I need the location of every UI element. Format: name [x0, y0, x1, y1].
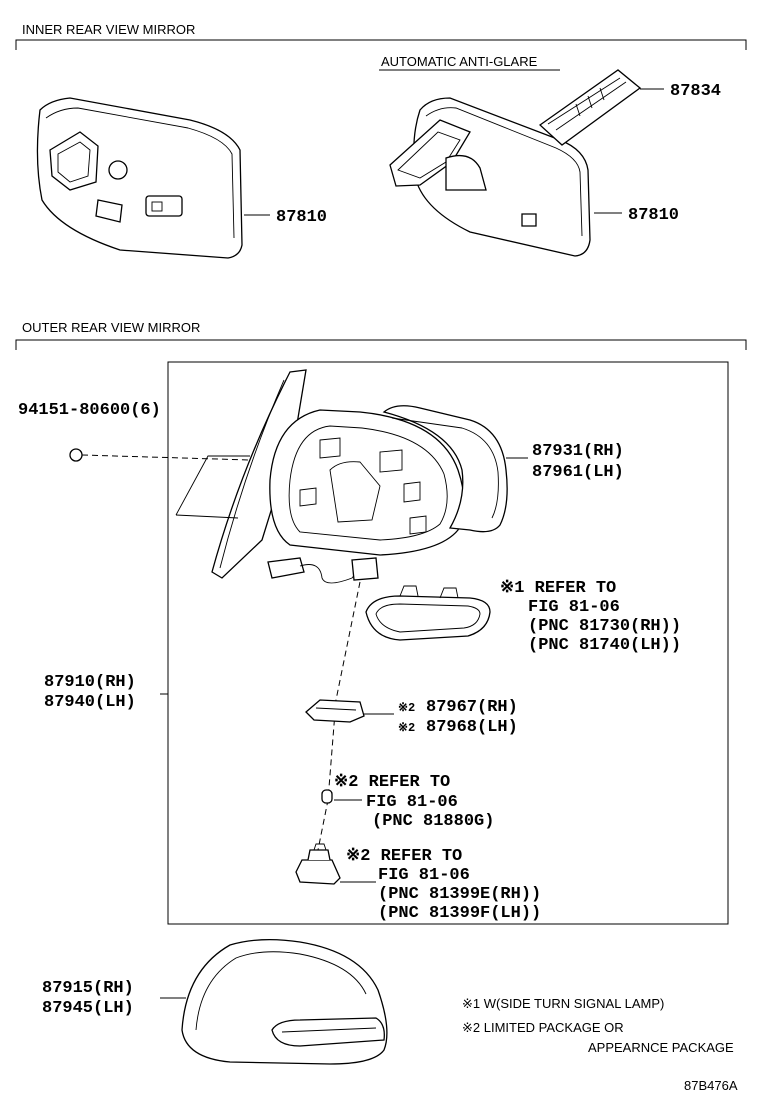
socket-pnc-rh-label: (PNC 81399E(RH)) [378, 885, 541, 904]
anti-glare-label: AUTOMATIC ANTI-GLARE [381, 54, 538, 69]
lamp-fig-label: FIG 81-06 [528, 598, 620, 617]
mirror-cover-cap [181, 938, 388, 1065]
bulb-refer-label: ※2 REFER TO [334, 773, 450, 792]
under-cover-lamp [305, 699, 365, 723]
note-2: ※2 LIMITED PACKAGE OR [462, 1020, 624, 1035]
socket-pnc-lh-label: (PNC 81399F(LH)) [378, 904, 541, 923]
section-bracket-inner [15, 39, 747, 50]
section-title-inner: INNER REAR VIEW MIRROR [22, 22, 195, 37]
lamp-socket [295, 843, 341, 885]
section-bracket-outer [15, 339, 747, 350]
part-mirror-rh: 87910(RH) [44, 673, 136, 692]
part-87810-standard: 87810 [276, 208, 327, 227]
part-glass-rh: 87931(RH) [532, 442, 624, 461]
bulb-icon [321, 789, 333, 804]
note-1: ※1 W(SIDE TURN SIGNAL LAMP) [462, 996, 664, 1011]
lamp-refer-label: ※1 REFER TO [500, 579, 616, 598]
cover-lamp-mark-lh: ※2 [398, 721, 415, 735]
part-screw: 94151-80600(6) [18, 401, 161, 420]
screw-icon [69, 448, 83, 462]
bulb-fig-label: FIG 81-06 [366, 793, 458, 812]
part-cover-lamp-lh: 87968(LH) [426, 718, 518, 737]
part-87834: 87834 [670, 82, 721, 101]
mirror-glass [382, 405, 508, 533]
lamp-pnc-rh-label: (PNC 81730(RH)) [528, 617, 681, 636]
assembly-dashed-line [317, 581, 361, 851]
socket-refer-label: ※2 REFER TO [346, 847, 462, 866]
part-glass-lh: 87961(LH) [532, 463, 624, 482]
outer-mirror-frame [167, 361, 729, 925]
inner-mirror-standard [36, 97, 243, 259]
screw-leader [81, 454, 251, 461]
section-title-outer: OUTER REAR VIEW MIRROR [22, 320, 200, 335]
side-turn-signal-lamp [365, 585, 491, 641]
cover-lamp-mark-rh: ※2 [398, 701, 415, 715]
bulb-pnc-label: (PNC 81880G) [372, 812, 494, 831]
inner-mirror-anti-glare [389, 97, 591, 257]
outer-mirror-body [175, 369, 465, 584]
part-cap-rh: 87915(RH) [42, 979, 134, 998]
part-cap-lh: 87945(LH) [42, 999, 134, 1018]
lamp-pnc-lh-label: (PNC 81740(LH)) [528, 636, 681, 655]
anti-glare-cover [538, 69, 642, 146]
figure-id: 87B476A [684, 1078, 738, 1093]
part-mirror-lh: 87940(LH) [44, 693, 136, 712]
part-87810-anti-glare: 87810 [628, 206, 679, 225]
socket-fig-label: FIG 81-06 [378, 866, 470, 885]
part-cover-lamp-rh: 87967(RH) [426, 698, 518, 717]
note-2-cont: APPEARNCE PACKAGE [588, 1040, 734, 1055]
